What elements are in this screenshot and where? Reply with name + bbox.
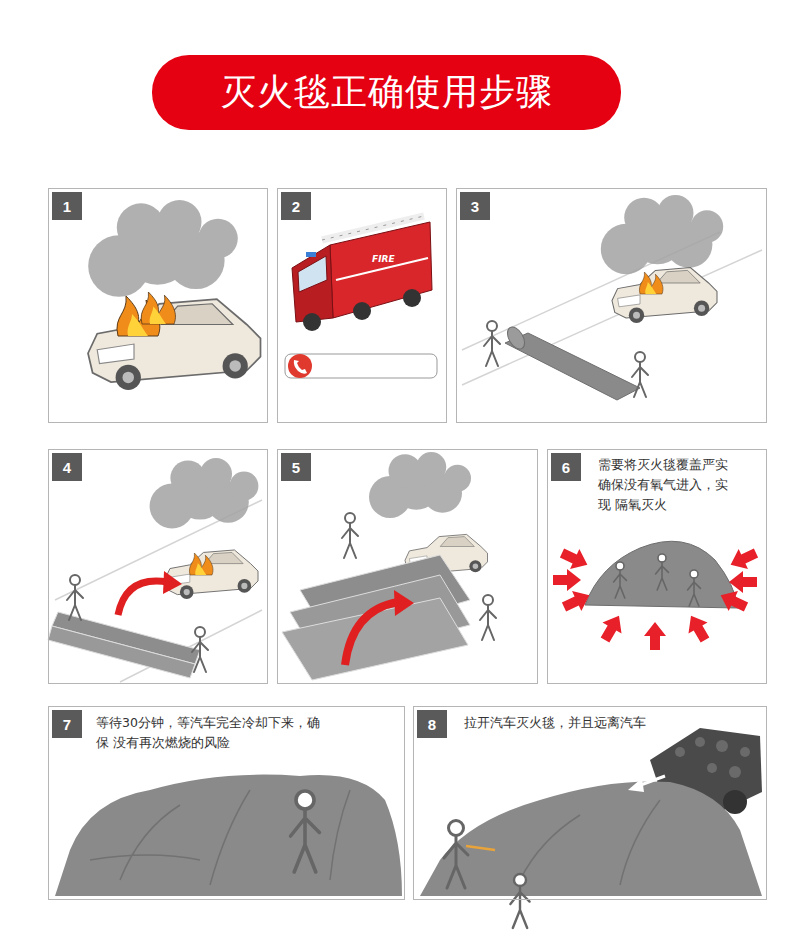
illustration-part (729, 766, 741, 778)
step-panel: 3 (456, 188, 767, 423)
illustration-part (90, 790, 350, 885)
step-panel: 8 拉开汽车灭火毯，并且远离汽车 (413, 706, 767, 900)
step-number: 2 (281, 192, 311, 220)
illustration-part (520, 800, 660, 885)
illustration-part (282, 598, 468, 680)
step-description: 等待30分钟，等汽车完全冷却下来，确保 没有再次燃烧的风险 (96, 713, 325, 753)
illustration-part (55, 775, 402, 896)
illustration-part (707, 763, 717, 773)
illustration-part (288, 354, 312, 378)
illustration-part (118, 581, 168, 615)
illustration-part (675, 747, 685, 757)
illustration-part (322, 216, 424, 240)
illustration-part (285, 354, 437, 378)
illustration-part (342, 513, 358, 558)
illustration-part (192, 627, 208, 672)
illustration-part (141, 292, 175, 324)
step-panel: 5 (277, 449, 538, 684)
step-description: 需要将灭火毯覆盖严实 确保没有氧气进入，实现 隔氧灭火 (598, 455, 737, 515)
illustration-part (67, 575, 83, 620)
illustration-part (632, 352, 648, 397)
step-number: 5 (281, 453, 311, 481)
illustration-part (504, 324, 528, 352)
illustration-part (557, 543, 592, 575)
step-number: 1 (52, 192, 82, 220)
phone-field (285, 354, 437, 378)
illustration-part (553, 569, 581, 591)
step-number: 7 (52, 710, 82, 738)
step-panel: 6 需要将灭火毯覆盖严实 确保没有氧气进入，实现 隔氧灭火 (547, 449, 767, 684)
illustration-part (614, 562, 627, 598)
illustration-part (322, 216, 424, 240)
illustration-part (595, 610, 628, 645)
illustration-part (189, 553, 213, 575)
panel-5-art (282, 452, 496, 680)
step-panel: 2 (277, 188, 447, 423)
step-number: 8 (417, 710, 447, 738)
illustration-part (681, 610, 714, 645)
illustration-part (510, 874, 529, 928)
illustration-part (484, 321, 500, 366)
illustration-part (695, 737, 705, 747)
illustration-part (585, 541, 738, 608)
step-panel: 4 (48, 449, 268, 684)
illustration-part (150, 458, 259, 528)
illustration-part (48, 626, 195, 678)
illustration-part (303, 313, 321, 331)
illustration-part (723, 790, 747, 814)
illustration-part (716, 585, 751, 617)
illustration-part (740, 747, 750, 757)
panel-4-art (48, 458, 262, 682)
step-description: 拉开汽车灭火毯，并且远离汽车 (464, 713, 646, 733)
illustration-part (729, 571, 757, 593)
illustration-part (298, 256, 327, 292)
illustration-part (559, 585, 594, 617)
panel-6-art (553, 541, 761, 650)
panel-7-art (55, 775, 402, 896)
panel-1-art (88, 200, 261, 390)
illustration-part (345, 602, 398, 665)
illustration-part (726, 543, 761, 575)
illustration-part (420, 781, 762, 896)
illustration-part (644, 622, 666, 650)
illustration-part (403, 289, 421, 307)
step-number: 4 (52, 453, 82, 481)
illustration-part (353, 302, 371, 320)
illustration-part (369, 452, 471, 518)
illustration-part (306, 252, 316, 257)
illustration-part (601, 195, 723, 274)
fire-truck (292, 216, 432, 331)
step-number: 3 (460, 192, 490, 220)
step-panel: 1 (48, 188, 268, 423)
illustration-part (466, 846, 495, 850)
illustration-part (505, 333, 640, 400)
title-text: 灭火毯正确使用步骤 (152, 55, 621, 130)
illustration-part (444, 821, 468, 889)
illustration-part (165, 550, 258, 599)
panel-3-art (462, 195, 762, 400)
step-panel: 7 等待30分钟，等汽车完全冷却下来，确保 没有再次燃烧的风险 (48, 706, 405, 900)
illustration-part (163, 571, 182, 594)
illustration-part (628, 778, 644, 792)
title-banner (152, 55, 621, 130)
illustration-part (480, 595, 496, 640)
illustration-part (294, 360, 307, 374)
illustration-part (688, 570, 701, 606)
truck-label: FIRE (372, 254, 395, 264)
illustration-part (612, 268, 717, 323)
illustration-part (656, 554, 669, 590)
illustration-part (716, 740, 728, 752)
illustration-part (292, 245, 333, 322)
step-number: 6 (551, 453, 581, 481)
illustration-part (291, 791, 320, 872)
panel-8-art (420, 728, 762, 928)
illustration-part (394, 590, 414, 616)
illustration-part (88, 200, 238, 297)
illustration-part (639, 272, 663, 294)
